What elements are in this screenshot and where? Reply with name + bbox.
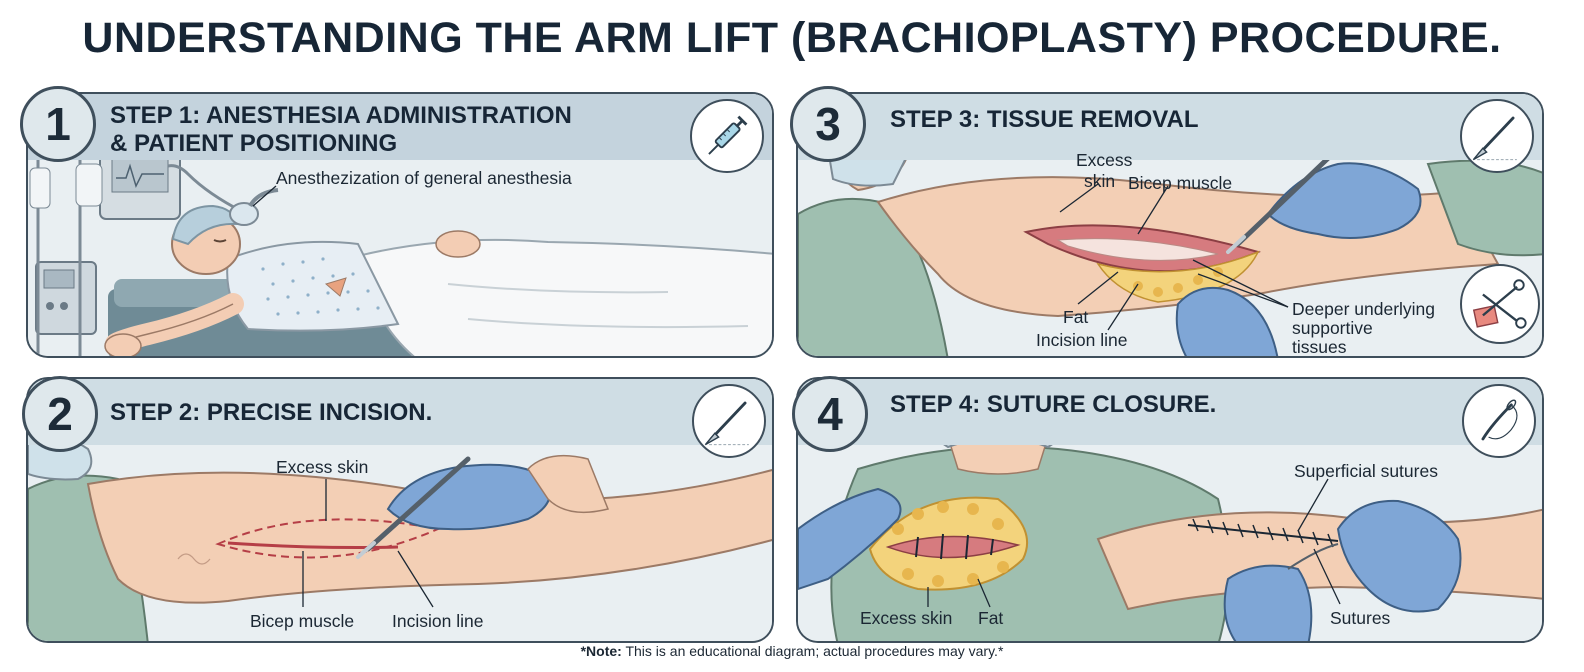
- step-2-panel: STEP 2: PRECISE INCISION. Excess skin Bi…: [26, 377, 774, 643]
- step-1-header: [28, 94, 772, 160]
- step-2-title: STEP 2: PRECISE INCISION.: [110, 399, 433, 426]
- incision-line-label: Incision line: [392, 611, 484, 631]
- step-4-title: STEP 4: SUTURE CLOSURE.: [890, 391, 1217, 418]
- step-4-panel: STEP 4: SUTURE CLOSURE. Superficial sutu…: [796, 377, 1544, 643]
- step-4-header: [798, 379, 1542, 445]
- note-prefix: *Note:: [580, 643, 622, 659]
- bicep-muscle-label: Bicep muscle: [250, 611, 355, 631]
- step-1-title: STEP 1: ANESTHESIA ADMINISTRATION & PATI…: [110, 102, 572, 158]
- step-3-header: [798, 94, 1542, 160]
- anesthesia-label: Anesthezization of general anesthesia: [276, 168, 572, 188]
- needle-thread-icon: [1462, 384, 1536, 458]
- deeper-tissues-label-line-2: supportive: [1292, 318, 1373, 338]
- superficial-sutures-label: Superficial sutures: [1294, 461, 1438, 481]
- scalpel-icon: [1460, 99, 1534, 173]
- excess-skin-label: Excess skin: [860, 608, 953, 628]
- fat-label: Fat: [978, 608, 1004, 628]
- step-2-number-badge: 2: [22, 376, 98, 452]
- excess-skin-label: Excess skin: [276, 457, 369, 477]
- deeper-tissues-label-line-1: Deeper underlying: [1292, 299, 1436, 319]
- scalpel-icon: [692, 384, 766, 458]
- step-3-number-badge: 3: [790, 86, 866, 162]
- excess-skin-label-line-1: Excess: [1076, 150, 1133, 170]
- bicep-muscle-label: Bicep muscle: [1128, 173, 1233, 193]
- step-1-title-line-1: STEP 1: ANESTHESIA ADMINISTRATION: [110, 102, 572, 129]
- fat-label: Fat: [1063, 307, 1089, 327]
- note-text: This is an educational diagram; actual p…: [621, 643, 1004, 659]
- excess-skin-label-line-2: skin: [1084, 171, 1116, 191]
- incision-line-label: Incision line: [1036, 330, 1128, 350]
- scissors-forceps-icon: [1460, 264, 1540, 344]
- step-2-header: [28, 379, 772, 445]
- step-3-title: STEP 3: TISSUE REMOVAL: [890, 106, 1199, 133]
- step-3-panel: STEP 3: TISSUE REMOVAL Excess skin Bicep…: [796, 92, 1544, 358]
- sutures-label: Sutures: [1330, 608, 1391, 628]
- step-1-title-line-2: & PATIENT POSITIONING: [110, 130, 398, 157]
- step-1-panel: STEP 1: ANESTHESIA ADMINISTRATION & PATI…: [26, 92, 774, 358]
- deeper-tissues-label-line-3: tissues: [1292, 337, 1347, 357]
- syringe-icon: [690, 99, 764, 173]
- page-title: UNDERSTANDING THE ARM LIFT (BRACHIOPLAST…: [82, 14, 1502, 62]
- step-1-number-badge: 1: [20, 86, 96, 162]
- disclaimer-note: *Note: This is an educational diagram; a…: [0, 643, 1584, 659]
- step-4-number-badge: 4: [792, 376, 868, 452]
